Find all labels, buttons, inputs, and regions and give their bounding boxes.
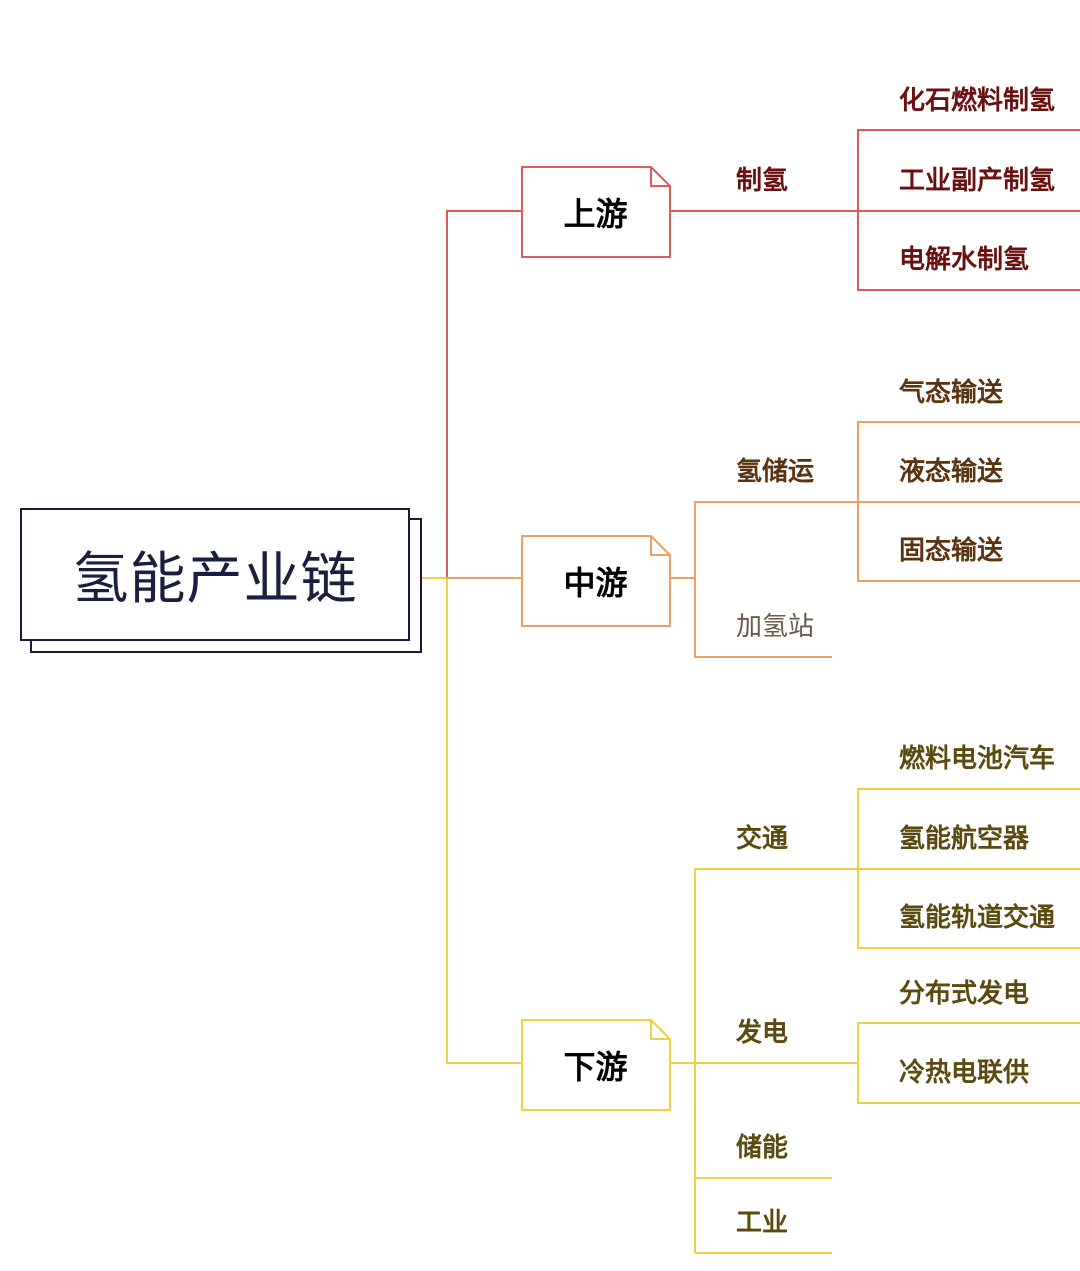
- leaf-distributed-generation[interactable]: 分布式发电: [899, 979, 1030, 1009]
- leaf-hydrogen-rail[interactable]: 氢能轨道交通: [899, 903, 1056, 933]
- leaf-solid-transport[interactable]: 固态输送: [899, 536, 1004, 566]
- branch-industry[interactable]: 工业: [736, 1208, 789, 1238]
- downstream-node[interactable]: 下游: [521, 1019, 671, 1111]
- leaf-fuel-cell-vehicle[interactable]: 燃料电池汽车: [899, 744, 1056, 774]
- leaf-cchp[interactable]: 冷热电联供: [899, 1058, 1030, 1088]
- upstream-label: 上游: [563, 194, 628, 233]
- branch-power-generation[interactable]: 发电: [736, 1018, 789, 1048]
- branch-transportation[interactable]: 交通: [736, 824, 789, 854]
- branch-hydrogen-production[interactable]: 制氢: [736, 166, 789, 196]
- leaf-hydrogen-aircraft[interactable]: 氢能航空器: [899, 824, 1030, 854]
- root-title: 氢能产业链: [72, 547, 358, 612]
- branch-storage-transport[interactable]: 氢储运: [736, 457, 815, 487]
- upstream-node[interactable]: 上游: [521, 166, 671, 258]
- downstream-label: 下游: [563, 1047, 628, 1086]
- leaf-electrolysis-hydrogen[interactable]: 电解水制氢: [899, 245, 1030, 275]
- midstream-label: 中游: [563, 563, 628, 602]
- leaf-gas-transport[interactable]: 气态输送: [899, 378, 1004, 408]
- leaf-fossil-fuel-hydrogen[interactable]: 化石燃料制氢: [899, 86, 1056, 116]
- root-node[interactable]: 氢能产业链: [20, 508, 410, 641]
- leaf-liquid-transport[interactable]: 液态输送: [899, 457, 1004, 487]
- midstream-node[interactable]: 中游: [521, 535, 671, 627]
- leaf-industrial-byproduct-hydrogen[interactable]: 工业副产制氢: [899, 166, 1056, 196]
- branch-refueling-station[interactable]: 加氢站: [736, 612, 815, 642]
- branch-energy-storage[interactable]: 储能: [736, 1133, 789, 1163]
